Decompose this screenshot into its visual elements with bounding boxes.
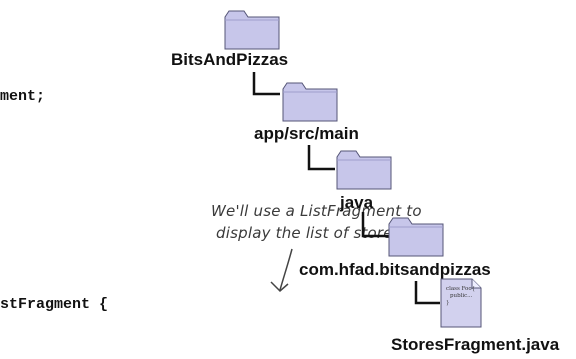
folder-icon [388,217,444,257]
code-line-class-declaration: stFragment { [0,296,109,313]
file-icon-text-line: } [446,300,450,306]
folder-label-java: java [340,193,374,212]
file-icon-text-line: public... [450,293,473,299]
annotation-line-1: We'll use a ListFragment to [211,202,422,220]
folder-label-root: BitsAndPizzas [171,50,289,69]
folder-icon [336,150,392,190]
tree-connector [252,72,280,96]
folder-label-package: com.hfad.bitsandpizzas [299,260,491,279]
tree-connector [414,281,440,305]
code-line-statement: ment; [0,88,46,105]
folder-icon [282,82,338,122]
file-label: StoresFragment.java [391,335,560,354]
folder-icon [224,10,280,50]
tree-connector [361,212,389,238]
file-icon-text-line: class Foo{ [446,286,476,292]
tree-connector [307,145,335,171]
pencil-arrow-icon [270,248,293,293]
annotation-line-2: display the list of stores. [216,224,406,242]
folder-label-main: app/src/main [254,124,359,143]
java-file-icon: class Foo{ public... } [440,278,482,328]
